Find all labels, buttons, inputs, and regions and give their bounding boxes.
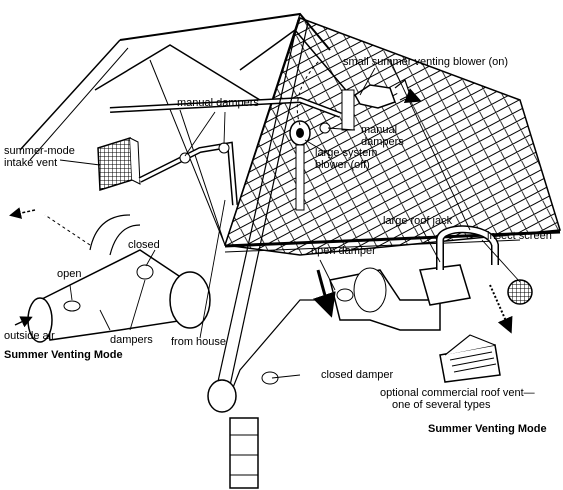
label-insect-screen: insect screen <box>487 230 552 242</box>
label-large-roof-jack: large roof jack <box>383 215 453 227</box>
vertical-duct <box>214 19 309 396</box>
label-summer-intake-1: summer-mode <box>4 145 75 157</box>
label-open: open <box>57 268 82 280</box>
caption-right: Summer Venting Mode <box>428 423 547 435</box>
label-large-blower-1: large system <box>315 147 378 159</box>
label-outside-air: outside air <box>4 330 55 342</box>
label-optional-vent-2: one of several types <box>392 399 491 411</box>
attic-ducts <box>109 96 342 206</box>
label-closed-damper: closed damper <box>321 369 394 381</box>
closed-damper-lower <box>261 371 279 385</box>
manual-damper-2 <box>218 142 230 154</box>
optional-roof-vent <box>439 334 501 383</box>
insect-screen <box>507 279 533 305</box>
truss-left <box>94 44 261 101</box>
left-duct-assembly <box>9 207 211 343</box>
label-from-house: from house <box>171 336 227 348</box>
roof <box>19 12 561 256</box>
caption-left: Summer Venting Mode <box>4 349 123 361</box>
truss-right <box>239 28 351 96</box>
right-duct-assembly <box>207 225 533 489</box>
intake-vent <box>97 136 141 192</box>
roof-eave <box>224 230 561 248</box>
large-roof-jack <box>419 264 471 306</box>
manual-damper-1 <box>179 152 191 164</box>
label-closed: closed <box>128 239 160 251</box>
label-open-damper: open damper <box>311 245 376 257</box>
label-optional-vent-1: optional commercial roof vent— <box>380 387 535 399</box>
open-damper-right <box>336 288 354 302</box>
label-small-blower: small summer venting blower (on) <box>343 56 509 68</box>
open-damper-left <box>63 300 81 312</box>
large-system-blower <box>289 59 321 211</box>
label-manual-dampers-right-2: dampers <box>361 136 404 148</box>
label-large-blower-2: blower (off) <box>315 159 370 171</box>
label-manual-dampers-right-1: manual <box>361 124 398 136</box>
label-dampers: dampers <box>110 334 153 346</box>
label-summer-intake-2: intake vent <box>4 157 58 169</box>
leader-lines <box>59 59 521 379</box>
closed-damper-left <box>136 264 154 280</box>
label-manual-dampers-top: manual dampers <box>177 97 259 109</box>
